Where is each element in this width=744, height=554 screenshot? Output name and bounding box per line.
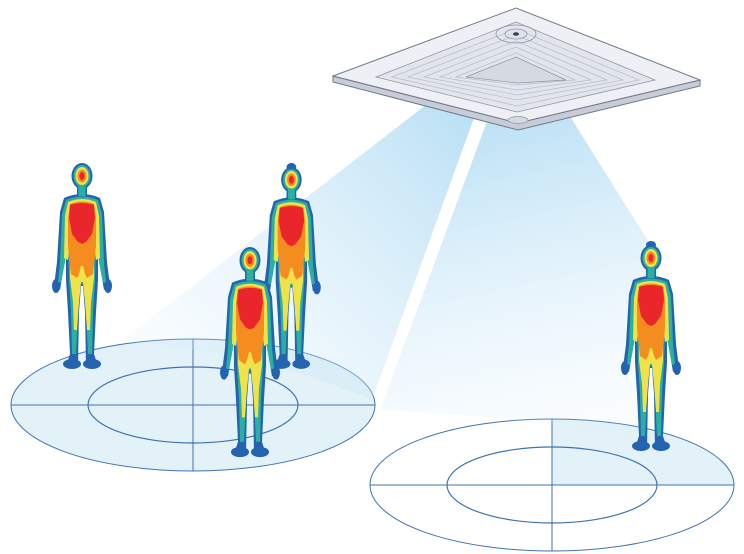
ceiling-cassette-ac-icon xyxy=(333,8,700,130)
floor-zone-single-occupant xyxy=(370,419,734,551)
infrared-sensor-icon xyxy=(513,32,519,36)
thermal-person-icon xyxy=(52,163,112,369)
